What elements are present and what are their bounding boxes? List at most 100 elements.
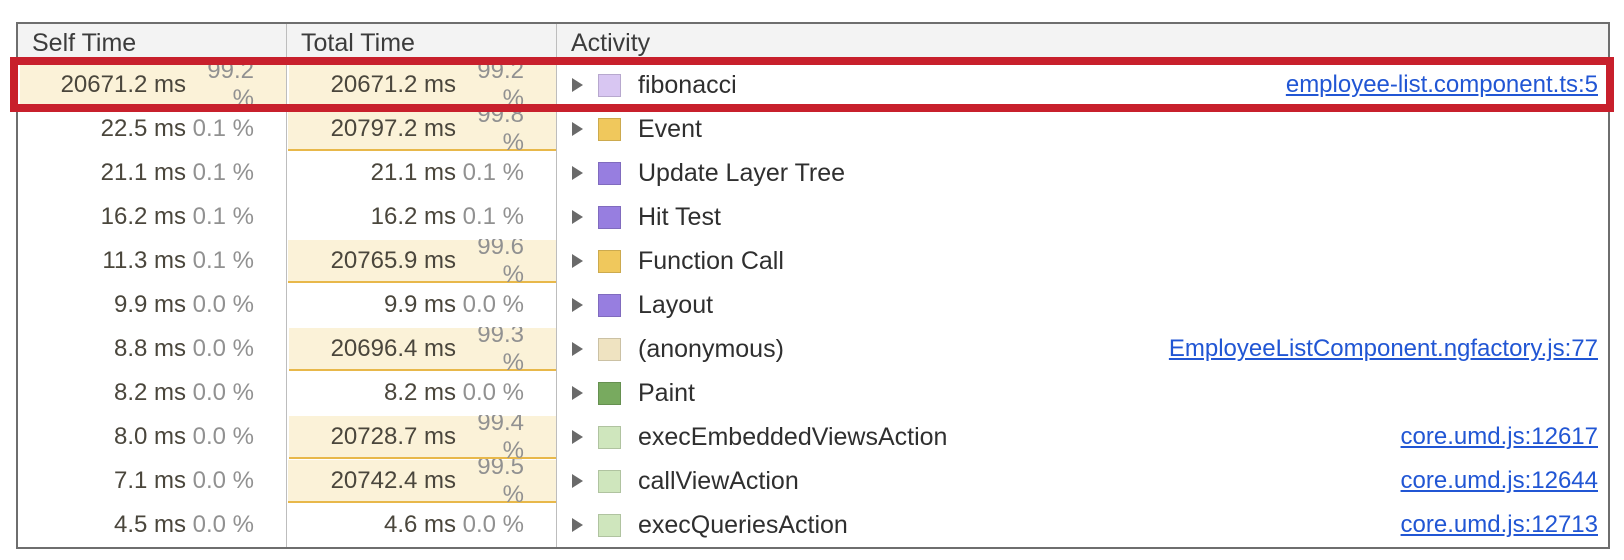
category-swatch [598, 513, 621, 537]
total-time-bar [288, 460, 556, 503]
total-time-bar [289, 64, 556, 107]
expand-arrow-icon[interactable] [572, 342, 583, 356]
table-row[interactable]: 4.5 ms 0.0 % 4.6 ms 0.0 % execQueriesAct… [18, 503, 1608, 547]
self-time-percent: 0.1 % [192, 159, 254, 186]
self-time-cell: 8.2 ms 0.0 % [18, 371, 287, 415]
category-swatch [598, 205, 621, 229]
activity-cell: Event [557, 107, 1608, 151]
activity-cell: callViewAction core.umd.js:12644 [557, 459, 1608, 503]
table-row[interactable]: 22.5 ms 0.1 % 20797.2 ms 99.8 % Event [18, 107, 1608, 151]
total-time-cell: 20671.2 ms 99.2 % [287, 63, 557, 107]
self-time-percent: 0.0 % [192, 511, 254, 538]
self-time-percent: 0.0 % [192, 291, 254, 318]
self-time-cell: 22.5 ms 0.1 % [18, 107, 287, 151]
total-time-cell: 21.1 ms 0.1 % [287, 151, 557, 195]
table-row[interactable]: 8.8 ms 0.0 % 20696.4 ms 99.3 % (anonymou… [18, 327, 1608, 371]
expand-arrow-icon[interactable] [572, 166, 583, 180]
self-time-percent: 0.1 % [192, 115, 254, 142]
source-link[interactable]: core.umd.js:12644 [1400, 467, 1598, 494]
expand-arrow-icon[interactable] [572, 386, 583, 400]
self-time-cell: 7.1 ms 0.0 % [18, 459, 287, 503]
total-time-cell: 20742.4 ms 99.5 % [287, 459, 557, 503]
column-header-total-time[interactable]: Total Time [287, 24, 557, 62]
source-link[interactable]: core.umd.js:12713 [1400, 511, 1598, 538]
expand-arrow-icon[interactable] [572, 78, 583, 92]
total-time-bar [288, 328, 556, 371]
self-time-cell: 16.2 ms 0.1 % [18, 195, 287, 239]
category-swatch [598, 293, 621, 317]
activity-label: Function Call [638, 246, 784, 275]
category-swatch [598, 249, 621, 273]
source-link[interactable]: core.umd.js:12617 [1400, 423, 1598, 450]
total-time-value: 20797.2 ms [330, 115, 456, 142]
total-time-value: 20765.9 ms [330, 247, 456, 274]
category-swatch [598, 469, 621, 493]
self-time-value: 22.5 ms [100, 115, 186, 142]
expand-arrow-icon[interactable] [572, 430, 583, 444]
expand-arrow-icon[interactable] [572, 474, 583, 488]
self-time-value: 20671.2 ms [60, 71, 186, 98]
column-header-activity[interactable]: Activity [557, 24, 1608, 62]
self-time-value: 4.5 ms [113, 511, 186, 538]
total-time-value: 8.2 ms [383, 379, 456, 406]
self-time-cell: 21.1 ms 0.1 % [18, 151, 287, 195]
source-link[interactable]: EmployeeListComponent.ngfactory.js:77 [1168, 335, 1598, 362]
self-time-percent: 99.2 % [207, 63, 254, 107]
activity-label: Event [638, 114, 702, 143]
activity-cell: Paint [557, 371, 1608, 415]
column-header-label: Activity [571, 28, 651, 57]
activity-cell: Update Layer Tree [557, 151, 1608, 195]
total-time-percent: 0.1 % [462, 159, 524, 186]
category-swatch [598, 73, 621, 97]
activity-label: Hit Test [638, 202, 721, 231]
self-time-value: 9.9 ms [113, 291, 186, 318]
expand-arrow-icon[interactable] [572, 518, 583, 532]
table-body: 20671.2 ms 99.2 % 20671.2 ms 99.2 % fibo… [18, 63, 1608, 547]
total-time-cell: 20728.7 ms 99.4 % [287, 415, 557, 459]
total-time-percent: 0.0 % [462, 291, 524, 318]
category-swatch [598, 161, 621, 185]
source-link[interactable]: employee-list.component.ts:5 [1285, 71, 1598, 98]
table-row[interactable]: 16.2 ms 0.1 % 16.2 ms 0.1 % Hit Test [18, 195, 1608, 239]
total-time-percent: 99.5 % [477, 459, 524, 503]
table-row[interactable]: 21.1 ms 0.1 % 21.1 ms 0.1 % Update Layer… [18, 151, 1608, 195]
category-swatch [598, 425, 621, 449]
total-time-cell: 8.2 ms 0.0 % [287, 371, 557, 415]
expand-arrow-icon[interactable] [572, 122, 583, 136]
self-time-cell: 8.0 ms 0.0 % [18, 415, 287, 459]
total-time-bar [288, 416, 556, 459]
table-row[interactable]: 9.9 ms 0.0 % 9.9 ms 0.0 % Layout [18, 283, 1608, 327]
self-time-value: 8.2 ms [113, 379, 186, 406]
table-row[interactable]: 7.1 ms 0.0 % 20742.4 ms 99.5 % callViewA… [18, 459, 1608, 503]
self-time-value: 11.3 ms [102, 247, 186, 274]
table-row[interactable]: 8.2 ms 0.0 % 8.2 ms 0.0 % Paint [18, 371, 1608, 415]
total-time-cell: 4.6 ms 0.0 % [287, 503, 557, 547]
table-row[interactable]: 8.0 ms 0.0 % 20728.7 ms 99.4 % execEmbed… [18, 415, 1608, 459]
profile-data-grid: Self Time Total Time Activity 20671.2 ms… [16, 22, 1610, 549]
column-header-label: Total Time [301, 28, 415, 57]
expand-arrow-icon[interactable] [572, 210, 583, 224]
activity-label: execQueriesAction [638, 510, 848, 539]
category-swatch [598, 381, 621, 405]
activity-label: Layout [638, 290, 714, 319]
total-time-value: 21.1 ms [370, 159, 456, 186]
category-swatch [598, 337, 621, 361]
column-header-self-time[interactable]: Self Time [18, 24, 287, 62]
table-row[interactable]: 11.3 ms 0.1 % 20765.9 ms 99.6 % Function… [18, 239, 1608, 283]
activity-cell: execQueriesAction core.umd.js:12713 [557, 503, 1608, 547]
self-time-cell: 4.5 ms 0.0 % [18, 503, 287, 547]
self-time-value: 7.1 ms [113, 467, 186, 494]
self-time-value: 21.1 ms [100, 159, 186, 186]
total-time-cell: 9.9 ms 0.0 % [287, 283, 557, 327]
total-time-percent: 0.1 % [462, 203, 524, 230]
activity-label: fibonacci [638, 70, 737, 99]
activity-cell: execEmbeddedViewsAction core.umd.js:1261… [557, 415, 1608, 459]
activity-cell: (anonymous) EmployeeListComponent.ngfact… [557, 327, 1608, 371]
total-time-cell: 20797.2 ms 99.8 % [287, 107, 557, 151]
total-time-value: 20671.2 ms [330, 71, 456, 98]
table-row[interactable]: 20671.2 ms 99.2 % 20671.2 ms 99.2 % fibo… [18, 63, 1608, 107]
expand-arrow-icon[interactable] [572, 254, 583, 268]
total-time-value: 20728.7 ms [330, 423, 456, 450]
expand-arrow-icon[interactable] [572, 298, 583, 312]
